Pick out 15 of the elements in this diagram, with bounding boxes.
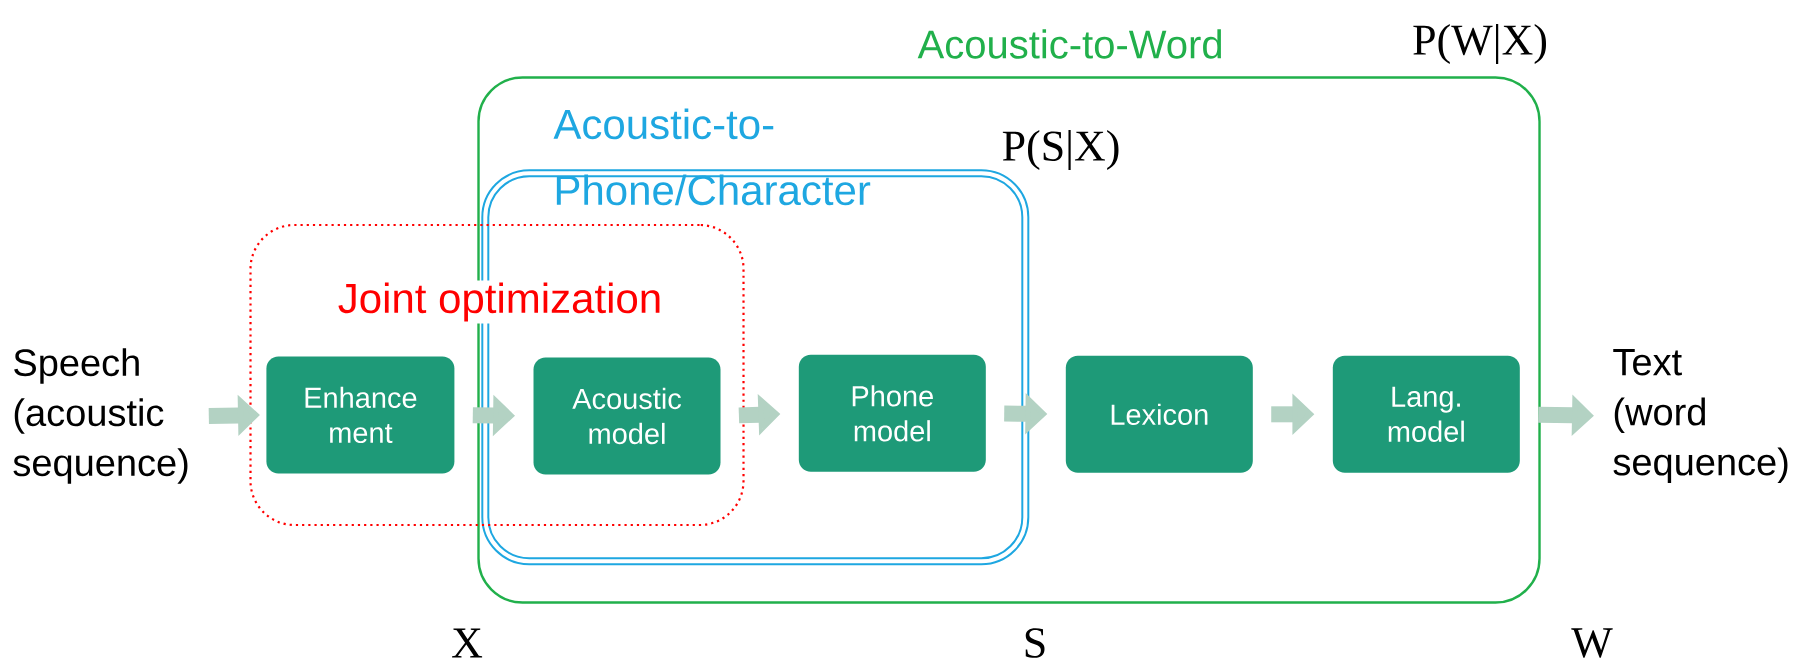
io-label: Text (word sequence) [1613,349,1788,483]
io-label: Speech (acoustic sequence) [13,348,188,484]
variable-label: W [1571,628,1613,658]
probability-label: P(S|X) [1002,130,1119,170]
process-box: Lang. model [1332,355,1520,473]
process-box: Acoustic model [533,357,721,475]
process-box: Lexicon [1065,355,1253,473]
process-box: Phone model [798,354,986,472]
probability-label: P(W|X) [1413,24,1547,64]
variable-label: X [452,628,483,658]
process-box: Enhance ment [266,356,455,474]
group-title: Acoustic-to-Word [917,29,1221,59]
group-title: Acoustic-to-Phone/Character [553,108,871,206]
group-title: Joint optimization [335,280,665,324]
variable-label: S [1025,628,1045,658]
